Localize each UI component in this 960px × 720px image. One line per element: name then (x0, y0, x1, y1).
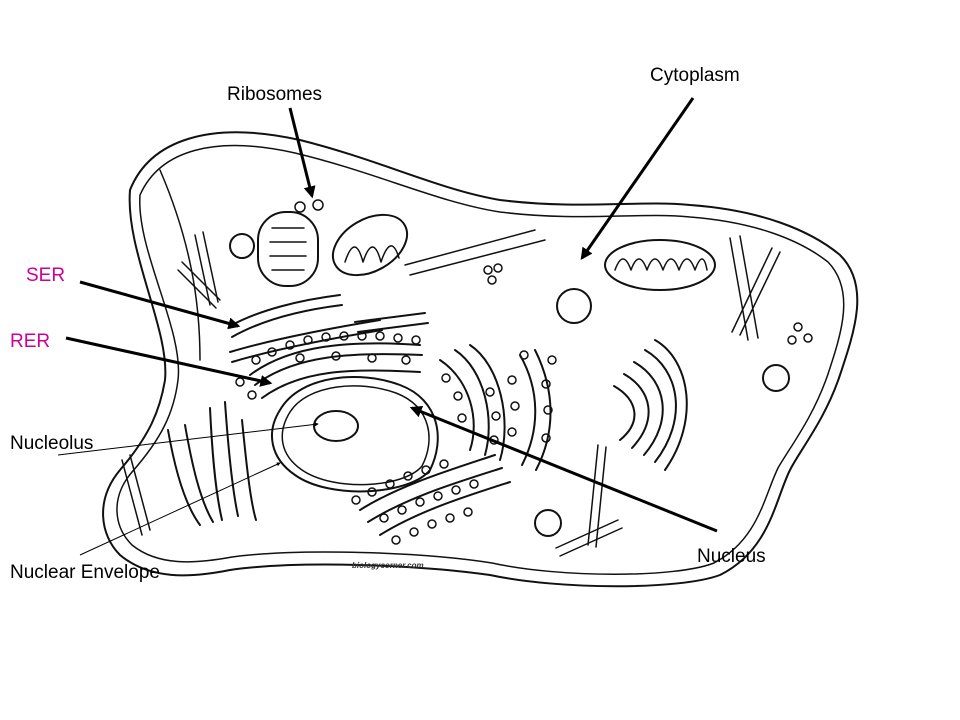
nucleolus-leader (57, 422, 319, 456)
ser-label: SER (26, 265, 66, 286)
ribosomes-label: Ribosomes (227, 84, 323, 105)
ser-arrow (79, 280, 241, 330)
cytoskeleton-rods (121, 229, 781, 557)
vesicles (229, 233, 790, 537)
er-left-lower (167, 401, 257, 526)
nuclear-envelope-label: Nuclear Envelope (10, 562, 160, 583)
watermark: biologycorner.com (352, 561, 424, 570)
mitochondrion-1 (257, 211, 319, 287)
nucleus-arrow (409, 406, 718, 533)
nucleolus-label: Nucleolus (10, 433, 94, 454)
ribosome-dots (294, 199, 813, 345)
rer-label: RER (10, 331, 51, 352)
golgi-apparatus (613, 339, 688, 471)
cell-membrane (102, 131, 859, 588)
cytoplasm-arrow (580, 97, 695, 260)
ribosomes-arrow (288, 107, 316, 199)
cytoplasm-label: Cytoplasm (650, 65, 740, 86)
mitochondrion-2 (332, 213, 408, 277)
rer-dots-lower (351, 459, 479, 545)
rough-er-right (439, 344, 552, 471)
nucleus-label: Nucleus (697, 546, 766, 567)
cell-membrane-inner (116, 144, 845, 575)
nucleolus-shape (313, 410, 359, 442)
mitochondrion-3 (604, 239, 716, 291)
rough-er-lower (359, 454, 511, 536)
rer-arrow (65, 336, 273, 387)
nucleus-shape (271, 376, 439, 493)
rer-dots-right (441, 350, 557, 445)
smooth-er (229, 294, 429, 363)
nuclear-envelope-leader (79, 462, 281, 556)
membrane-fold (159, 169, 201, 361)
